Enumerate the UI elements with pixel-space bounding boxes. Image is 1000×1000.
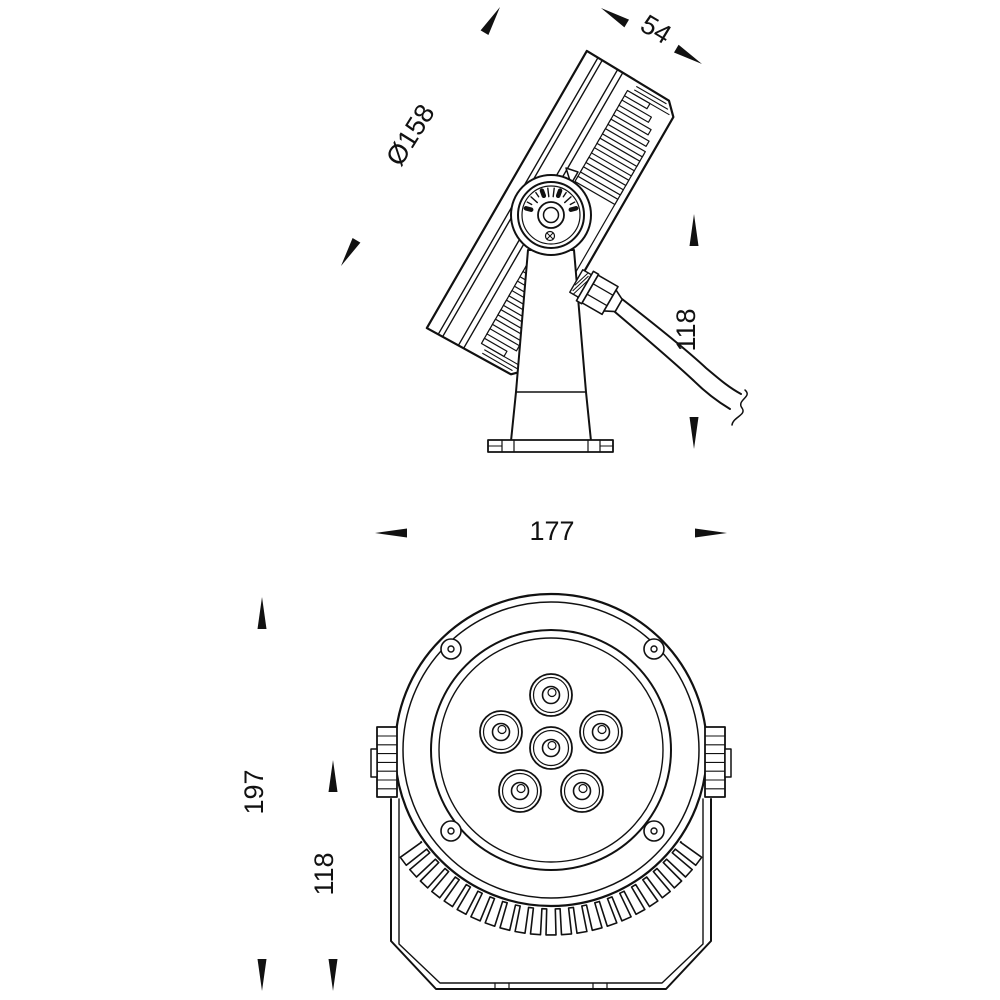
front-view: 177 197 118	[239, 516, 732, 991]
dim-total-height-label: 197	[239, 769, 269, 814]
dimension-arrow-icon	[695, 528, 727, 538]
led-emitter	[479, 710, 523, 754]
mounting-bracket	[390, 798, 712, 990]
led-emitter	[529, 673, 573, 717]
dim-stand-height-label: 118	[671, 308, 701, 351]
dial-lock-screw-icon	[544, 230, 556, 242]
dimension-body-height: 118	[309, 760, 339, 991]
cable-gland	[569, 269, 624, 316]
dim-body-height-label: 118	[309, 852, 339, 895]
led-emitter	[579, 710, 623, 754]
dimension-arrow-icon	[674, 44, 702, 64]
dimension-arrow-icon	[257, 959, 267, 991]
led-array	[479, 673, 623, 813]
led-emitter	[529, 726, 573, 770]
dimension-arrow-icon	[480, 7, 500, 35]
dimension-depth: 54	[601, 8, 702, 64]
dimension-arrow-icon	[375, 528, 407, 538]
knob-knurl-lines	[376, 735, 726, 790]
dimension-diameter: Ø158	[341, 7, 500, 266]
dimension-arrow-icon	[689, 417, 699, 449]
dim-width-label: 177	[529, 516, 574, 546]
dimension-total-height: 197	[239, 597, 269, 991]
base-plate	[487, 439, 614, 453]
tilt-pointer-icon	[565, 167, 579, 185]
bezel-screws	[440, 638, 665, 842]
dimension-arrow-icon	[341, 238, 361, 266]
cable-break-icon	[731, 389, 748, 426]
heatsink-fins-front	[399, 840, 703, 936]
dimension-stand-height: 118	[671, 214, 701, 449]
angle-dial	[517, 181, 585, 249]
dimension-arrow-icon	[328, 760, 338, 792]
dimension-arrow-icon	[328, 959, 338, 991]
led-emitter	[498, 769, 542, 813]
side-view: Ø158 54 118	[341, 7, 748, 453]
dimension-width: 177	[375, 516, 727, 546]
dimension-arrow-icon	[689, 214, 699, 246]
dimension-arrow-icon	[257, 597, 267, 629]
dim-depth-label: 54	[635, 9, 676, 50]
dimension-arrow-icon	[601, 8, 629, 28]
dial-tick-scale	[523, 187, 579, 212]
power-cable	[614, 298, 748, 426]
dim-diameter-label: Ø158	[380, 99, 440, 171]
dial-hub	[537, 201, 565, 229]
led-emitter	[560, 769, 604, 813]
